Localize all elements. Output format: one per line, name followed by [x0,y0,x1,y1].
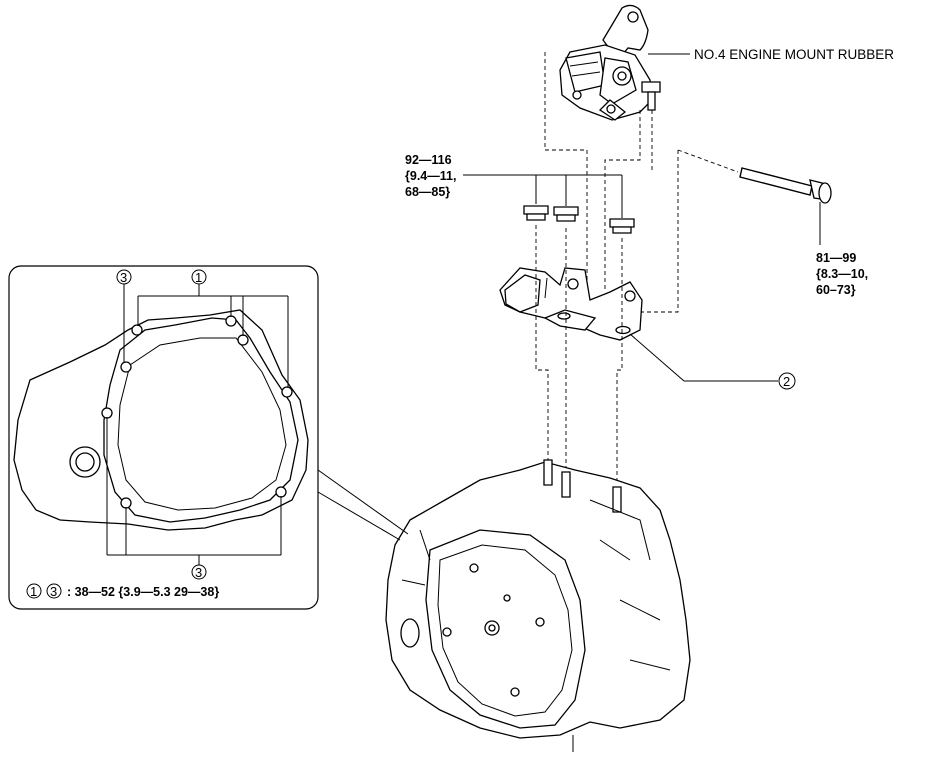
bolt-torque-spec: 81—99 {8.3—10, 60–73} [816,251,868,297]
inset-leader-lines [106,283,289,566]
flange-nut-middle [553,206,579,222]
inset-callout-3-bottom-circle [191,564,207,580]
through-bolt [739,167,832,245]
inset-torque-legend: 1 3 : 38—52 {3.9—5.3 29—38} [26,583,219,599]
flange-nut-left [523,205,549,221]
engine-mount-rubber-part [559,4,661,121]
stud-alignment-dashed-lines [535,225,623,486]
nut-torque-line-1: 92—116 [405,153,452,167]
bolt-torque-line-2: {8.3—10, [816,267,868,281]
nut-torque-line-3: 68—85} [405,185,450,199]
inset-bolt-holes [101,315,293,509]
nut-leader-lines [463,174,623,218]
engine-mount-rubber-label: NO.4 ENGINE MOUNT RUBBER [694,47,894,62]
legend-circle-3 [46,583,62,599]
legend-number-1: 1 [30,584,37,599]
bolt-torque-line-1: 81—99 [816,251,856,265]
inset-callout-1-top-circle [191,269,207,285]
legend-circle-1 [26,583,42,599]
inset-connector-line-1 [317,469,409,535]
callout-2-circle [778,372,796,390]
inset-connector-line-2 [317,491,401,541]
inset-callout-3-bottom: 3 [195,565,202,580]
nut-torque-line-2: {9.4—11, [405,169,456,183]
legend-number-3: 3 [50,584,57,599]
inset-callout-1-top: 1 [195,270,202,285]
transaxle-case [385,459,691,752]
inset-detail-box: 3 1 3 1 3 : 38—52 {3.9—5.3 29—38} [8,265,319,610]
bolt-torque-line-3: 60–73} [816,283,856,297]
nut-torque-spec: 92—116 {9.4—11, 68—85} [405,153,456,199]
flange-nut-right [609,218,635,234]
mount-alignment-dashed-lines [544,52,739,313]
legend-torque-text: : 38—52 {3.9—5.3 29—38} [67,585,219,599]
callout-2-leader [629,333,685,382]
callout-2-number: 2 [783,374,790,389]
inset-callout-3-top: 3 [120,270,127,285]
mount-bracket-part-2 [499,267,643,341]
inset-callout-3-top-circle [116,269,132,285]
